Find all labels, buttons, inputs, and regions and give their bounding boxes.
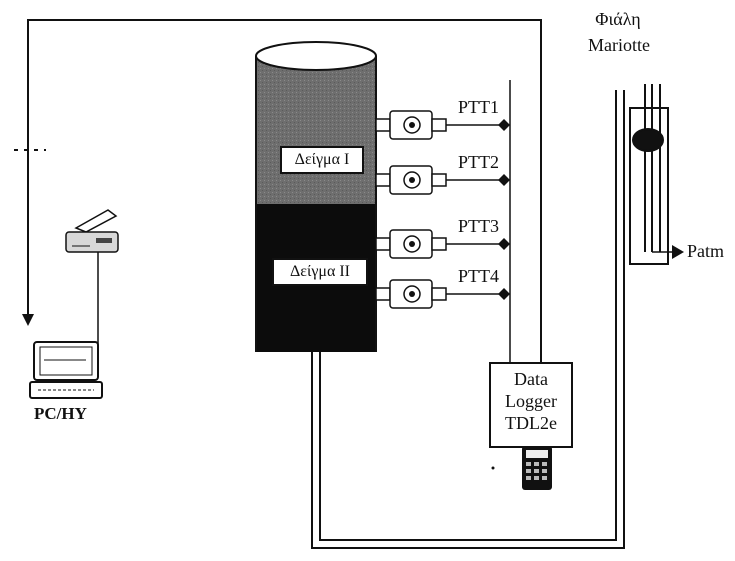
logger-line2: Logger (505, 391, 557, 411)
pc-logger-wire (14, 19, 542, 362)
transducer-1 (375, 110, 510, 140)
mariotte-bottle (629, 84, 684, 265)
sample-2-label: Δείγμα ΙΙ (272, 258, 368, 286)
ptt4-label: PTT4 (458, 266, 500, 286)
computer-icon (29, 341, 103, 399)
ptt2-label: PTT2 (458, 152, 500, 172)
soil-column (255, 41, 377, 352)
patm-label: Patm (687, 241, 725, 261)
mariotte-title-line2: Mariotte (588, 35, 650, 55)
logger-line1: Data (514, 369, 548, 389)
transducer-4 (375, 279, 510, 309)
outflow-tube (311, 90, 625, 549)
printer-icon (65, 209, 119, 352)
ptt3-label: PTT3 (458, 216, 500, 236)
stray-dot (491, 466, 495, 470)
pc-label: PC/HY (34, 404, 87, 423)
transducer-3 (375, 229, 510, 259)
mariotte-title-line1: Φιάλη (595, 9, 641, 29)
logger-line3: TDL2e (505, 413, 557, 433)
ptt1-label: PTT1 (458, 97, 500, 117)
transducer-2 (375, 165, 510, 195)
data-logger-box: Data Logger TDL2e (489, 362, 573, 448)
keypad-icon (522, 446, 552, 490)
sample-1-label: Δείγμα Ι (280, 146, 364, 174)
